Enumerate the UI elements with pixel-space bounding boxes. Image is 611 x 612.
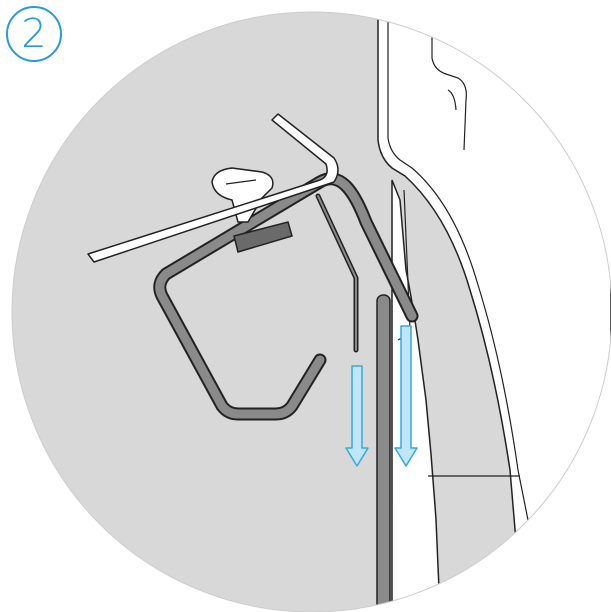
- down-arrow-icon: [394, 325, 418, 467]
- step-number: 2: [21, 11, 47, 57]
- vertical-rail: [376, 294, 391, 612]
- device-contour-3: [447, 89, 457, 111]
- device-panel: [377, 12, 611, 612]
- wing-screw-ridge: [225, 179, 257, 185]
- step-number-badge: 2: [6, 6, 62, 62]
- allen-key: [87, 113, 339, 263]
- clamp-plate: [233, 221, 293, 253]
- zoom-circle-edge: [11, 11, 611, 612]
- device-contour-2: [431, 12, 467, 151]
- hanger-bracket-fill: [155, 174, 417, 419]
- wing-screw: [211, 167, 274, 223]
- down-arrow-icon: [345, 365, 369, 467]
- device-contour-1: [387, 12, 529, 521]
- inner-hook-fill: [317, 195, 357, 351]
